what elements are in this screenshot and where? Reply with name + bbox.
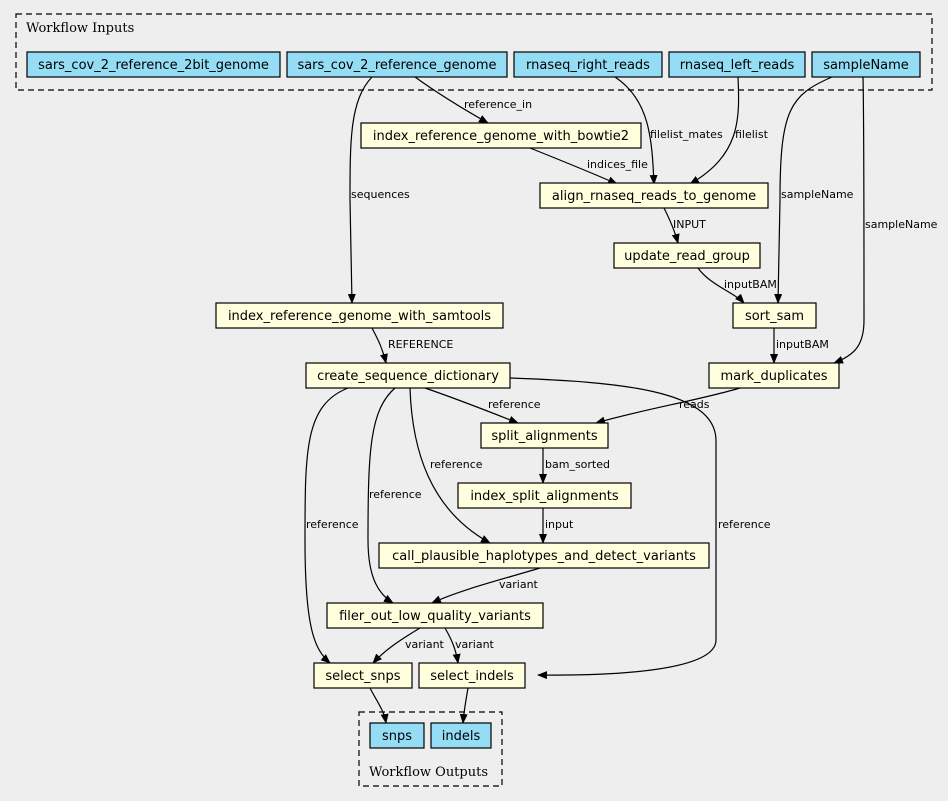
edge-filelist: filelist [689,76,769,185]
edge-label-variant-snps: variant [405,638,445,651]
node-label: index_split_alignments [470,489,619,504]
edge-label-reads: reads [679,398,710,411]
edge-variant-snps: variant [372,627,445,664]
edge-label-inputbam-mark: inputBAM [776,338,829,351]
edge-label-reference-in: reference_in [464,98,532,111]
edge-label-samplename-sort: sampleName [781,188,854,201]
input-node-sars-cov-2-reference-2bit-genome[interactable]: sars_cov_2_reference_2bit_genome [26,51,281,78]
edge-label-ref-indels: reference [718,518,771,531]
edge-indices-file: indices_file [529,147,648,185]
edge-label-filelist-mates: filelist_mates [650,128,723,141]
edge-samplename-mark: sampleName [833,76,938,364]
edge-label-inputbam-sort: inputBAM [724,278,777,291]
edge-out-indels [459,687,469,724]
edge-label-bam-sorted: bam_sorted [545,458,610,471]
edge-label-indices-file: indices_file [587,158,648,171]
edge-samplename-sort: sampleName [774,76,854,304]
node-label: update_read_group [624,249,750,264]
edge-label-input: input [545,518,574,531]
edge-ref-indels: reference [509,377,771,680]
edge-ref-call: reference [409,387,491,544]
node-label: call_plausible_haplotypes_and_detect_var… [392,549,696,564]
edge-label-ref-snps: reference [306,518,359,531]
node-label: sars_cov_2_reference_2bit_genome [38,58,269,73]
node-label: indels [442,729,481,744]
edge-ref-filter: reference [367,387,422,604]
node-label: select_snps [325,669,400,684]
node-label: align_rnaseq_reads_to_genome [552,189,756,204]
edge-inputbam-sort: inputBAM [697,267,777,304]
node-label: rnaseq_right_reads [526,58,650,73]
node-label: rnaseq_left_reads [680,58,795,73]
input-node-rnaseq-left-reads[interactable]: rnaseq_left_reads [668,51,806,78]
step-node-select-indels[interactable]: select_indels [418,662,526,689]
step-node-filer-out-low-quality-variants[interactable]: filer_out_low_quality_variants [326,602,544,629]
edge-ref-split: reference [424,387,541,424]
edge-label-filelist: filelist [735,128,769,141]
node-label: mark_duplicates [721,369,828,384]
edge-label-sequences: sequences [351,188,410,201]
edge-label-samplename-mark: sampleName [865,218,938,231]
node-label: filer_out_low_quality_variants [339,609,531,624]
output-node-snps[interactable]: snps [369,722,425,749]
edge-label-ref-split: reference [488,398,541,411]
edge-label-variant-filter: variant [499,578,539,591]
edge-sequences: sequences [347,76,410,304]
node-label: snps [382,729,412,744]
step-node-update-read-group[interactable]: update_read_group [613,242,761,269]
edge-inputbam-mark: inputBAM [770,328,829,364]
step-node-sort-sam[interactable]: sort_sam [732,302,817,329]
step-node-select-snps[interactable]: select_snps [313,662,413,689]
edge-out-snps [369,687,389,724]
edge-label-ref-call: reference [430,458,483,471]
workflow-inputs-cluster: Workflow Inputs [15,13,933,91]
step-node-index-reference-genome-with-samtools[interactable]: index_reference_genome_with_samtools [215,302,504,329]
node-label: sars_cov_2_reference_genome [297,58,496,73]
step-node-split-alignments[interactable]: split_alignments [480,422,609,449]
input-node-samplename[interactable]: sampleName [811,51,921,78]
edge-input-upper: INPUT [663,207,706,244]
step-node-mark-duplicates[interactable]: mark_duplicates [708,362,840,389]
edge-label-ref-filter: reference [369,488,422,501]
node-label: sampleName [823,58,909,73]
edge-filelist-mates: filelist_mates [614,76,723,185]
edge-input: input [539,508,574,544]
workflow-outputs-label: Workflow Outputs [369,765,488,780]
edge-variant-indels: variant [444,627,495,664]
step-node-index-reference-genome-with-bowtie2[interactable]: index_reference_genome_with_bowtie2 [360,122,642,149]
edge-variant-filter: variant [431,567,541,604]
step-node-create-sequence-dictionary[interactable]: create_sequence_dictionary [305,362,511,389]
edge-label-input-upper: INPUT [673,218,706,231]
node-label: index_reference_genome_with_samtools [228,309,491,324]
node-label: split_alignments [491,429,598,444]
edge-reads: reads [595,387,741,425]
output-node-indels[interactable]: indels [430,722,492,749]
node-label: index_reference_genome_with_bowtie2 [373,129,629,144]
edge-label-variant-indels: variant [455,638,495,651]
step-node-index-split-alignments[interactable]: index_split_alignments [457,482,632,509]
edge-reference-upper: REFERENCE [371,327,453,364]
node-label: create_sequence_dictionary [317,369,499,384]
workflow-outputs-cluster: Workflow Outputs [358,711,503,787]
edge-reference-in: reference_in [414,76,532,124]
input-node-sars-cov-2-reference-genome[interactable]: sars_cov_2_reference_genome [286,51,508,78]
input-node-rnaseq-right-reads[interactable]: rnaseq_right_reads [513,51,663,78]
edge-label-reference-upper: REFERENCE [388,338,453,351]
node-label: sort_sam [745,309,804,324]
node-label: select_indels [430,669,514,684]
edge-bam-sorted: bam_sorted [539,448,610,484]
workflow-inputs-label: Workflow Inputs [26,21,134,36]
step-node-align-rnaseq-reads-to-genome[interactable]: align_rnaseq_reads_to_genome [539,182,769,209]
step-node-call-plausible-haplotypes-and-detect-variants[interactable]: call_plausible_haplotypes_and_detect_var… [378,542,710,569]
edge-ref-snps: reference [304,387,359,664]
